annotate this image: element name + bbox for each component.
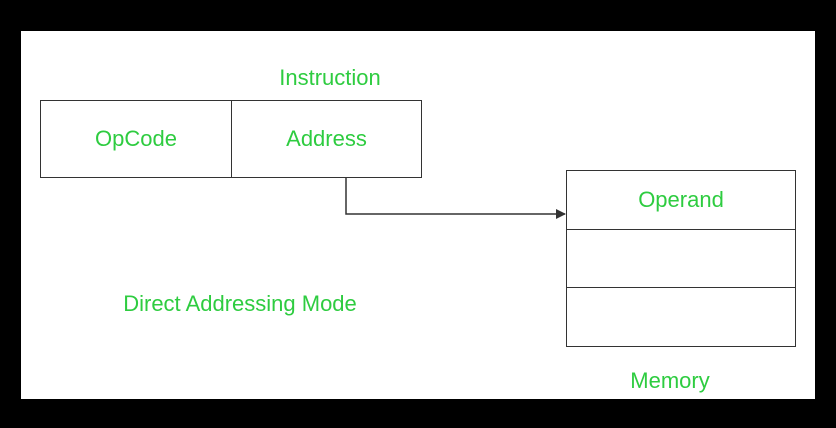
address-label: Address	[286, 126, 367, 151]
address-field: Address	[232, 101, 421, 177]
opcode-label: OpCode	[95, 126, 177, 151]
instruction-box: OpCode Address	[40, 100, 422, 178]
pointer-line	[345, 178, 566, 219]
opcode-field: OpCode	[41, 101, 232, 177]
diagram-caption: Direct Addressing Mode	[123, 291, 357, 316]
memory-box: Operand	[566, 170, 796, 347]
instruction-title: Instruction	[279, 65, 381, 90]
memory-label: Memory	[630, 368, 710, 393]
memory-cell-operand: Operand	[567, 171, 795, 230]
operand-label: Operand	[638, 187, 724, 212]
memory-cell-2	[567, 230, 795, 288]
